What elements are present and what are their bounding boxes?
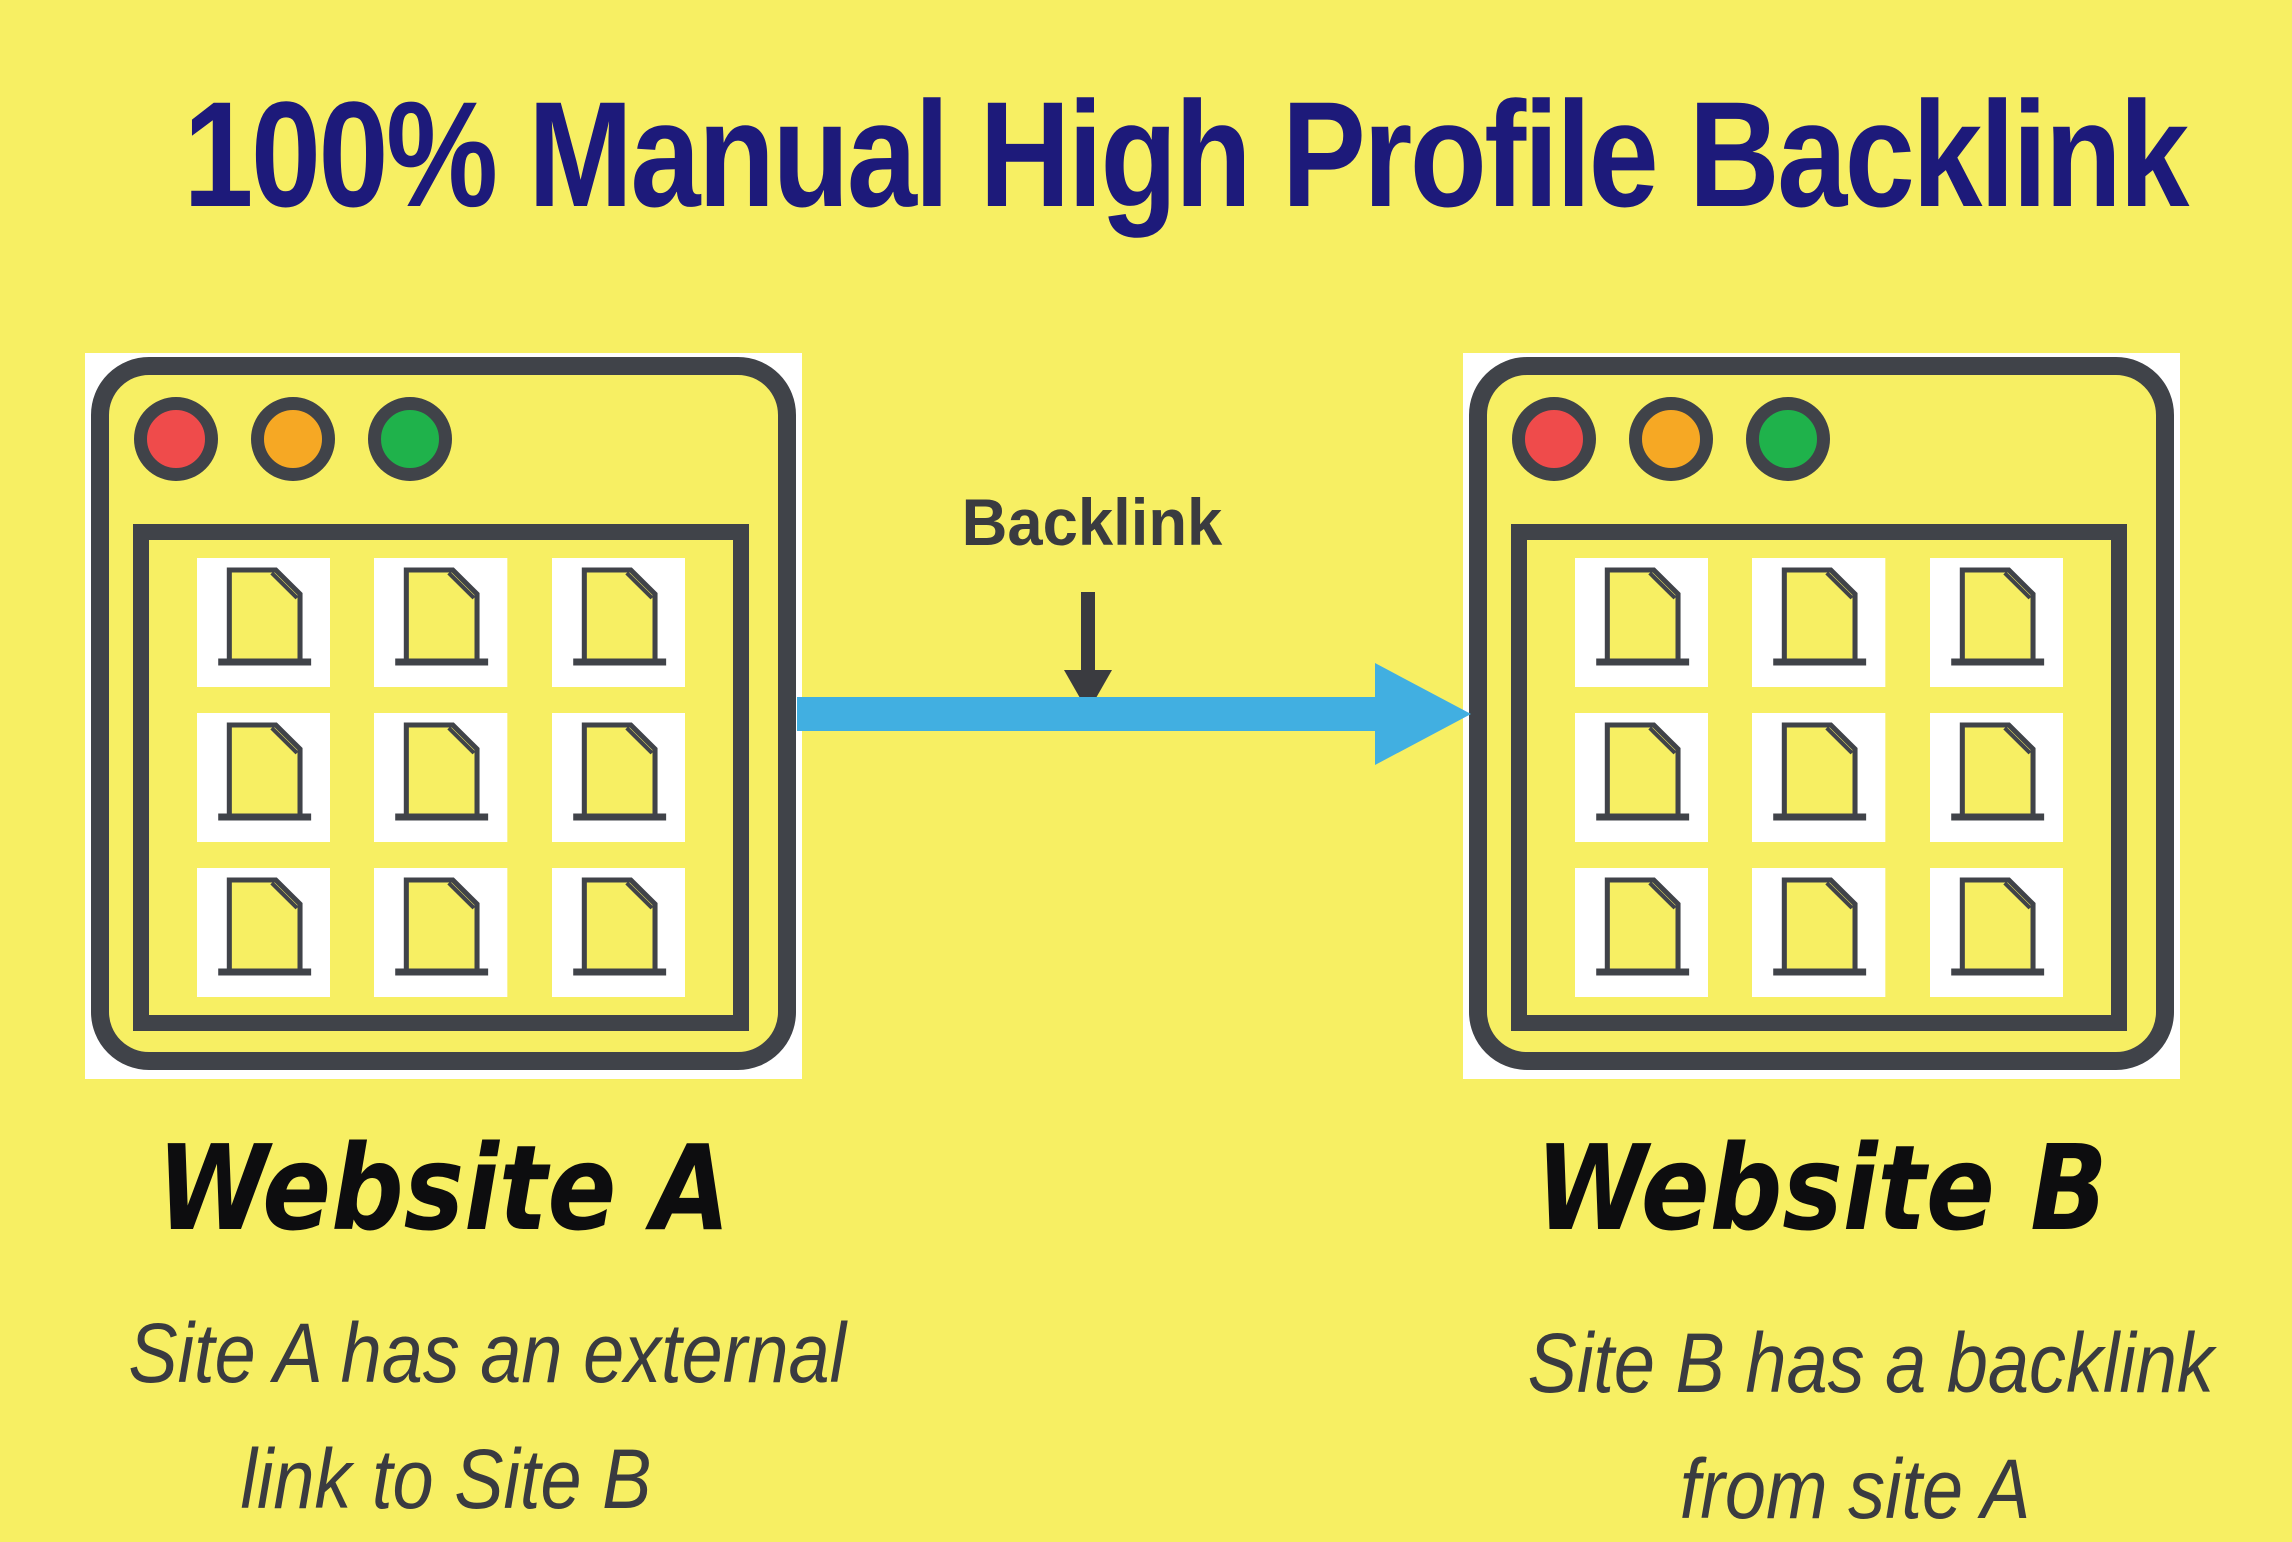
page-icon	[374, 713, 508, 842]
site-a-caption: Site A has an external link to Site B	[128, 1290, 847, 1542]
page-icon	[551, 713, 685, 842]
site-a-name: Website A	[156, 1119, 731, 1257]
page-icon	[1575, 713, 1709, 842]
page-icon	[197, 558, 331, 687]
site-a-caption-line1: Site A has an external	[128, 1306, 847, 1400]
site-b-browser-window	[1469, 357, 2174, 1070]
traffic-light-red-icon	[1512, 397, 1596, 481]
site-b-caption-line2: from site A	[1679, 1442, 2031, 1536]
page-icon	[1929, 868, 2063, 997]
page-icon	[1929, 558, 2063, 687]
page-icon	[374, 868, 508, 997]
page-icon	[374, 558, 508, 687]
site-b-caption: Site B has a backlink from site A	[1527, 1300, 2214, 1542]
page-icon	[197, 868, 331, 997]
site-b-caption-line1: Site B has a backlink	[1527, 1316, 2214, 1410]
page-icon	[551, 868, 685, 997]
page-icon	[1929, 713, 2063, 842]
traffic-light-orange-icon	[251, 397, 335, 481]
page-icon	[1752, 713, 1886, 842]
traffic-light-green-icon	[368, 397, 452, 481]
traffic-light-orange-icon	[1629, 397, 1713, 481]
traffic-lights	[1512, 397, 1830, 481]
page-icon	[551, 558, 685, 687]
traffic-light-red-icon	[134, 397, 218, 481]
page-grid	[149, 540, 733, 1015]
site-a-content-frame	[133, 524, 749, 1031]
page-icon	[1752, 868, 1886, 997]
site-a-caption-line2: link to Site B	[240, 1432, 652, 1526]
site-a-card	[85, 353, 802, 1079]
traffic-lights	[134, 397, 452, 481]
page-title: 100% Manual High Profile Backlink	[183, 70, 2189, 238]
page-icon	[1752, 558, 1886, 687]
site-b-name: Website B	[1535, 1119, 2108, 1257]
backlink-arrow-icon	[797, 663, 1471, 765]
page-icon	[197, 713, 331, 842]
site-b-card	[1463, 353, 2180, 1079]
site-a-browser-window	[91, 357, 796, 1070]
traffic-light-green-icon	[1746, 397, 1830, 481]
page-icon	[1575, 558, 1709, 687]
backlink-label: Backlink	[961, 485, 1223, 559]
page-grid	[1527, 540, 2111, 1015]
backlink-pointer-icon	[1064, 592, 1112, 712]
site-b-content-frame	[1511, 524, 2127, 1031]
page-icon	[1575, 868, 1709, 997]
